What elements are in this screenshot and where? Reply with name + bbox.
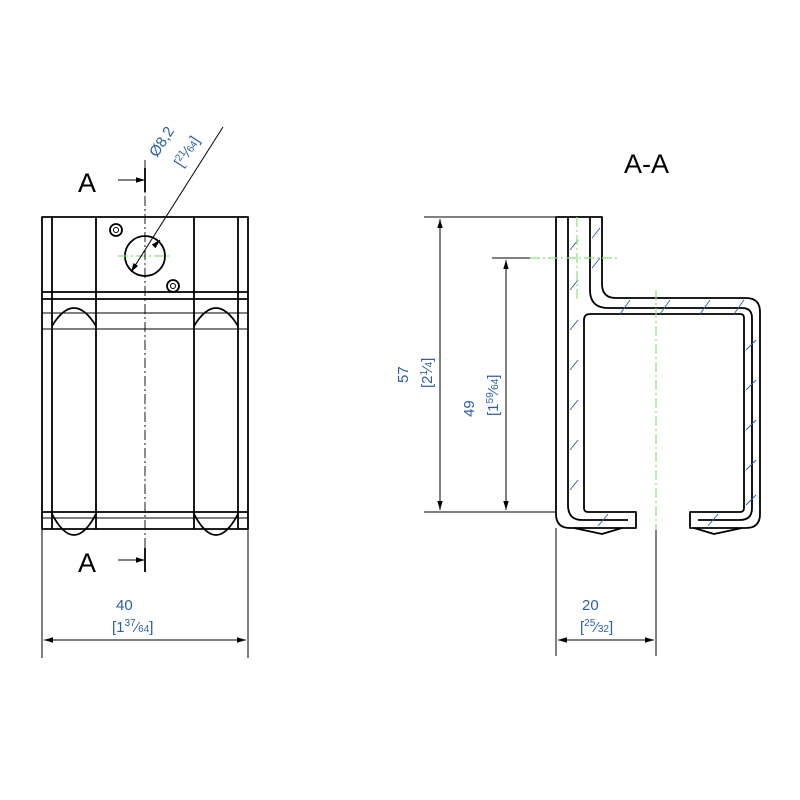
- cut-label-top: A: [78, 168, 96, 198]
- height-inner-mm: 49: [461, 400, 478, 417]
- section-outer-profile: [555, 216, 761, 529]
- section-view: [530, 216, 761, 535]
- height-total-dimension: 57 [21⁄4]: [395, 216, 556, 513]
- height-inner-inch: [159⁄64]: [485, 375, 502, 416]
- depth-dimension: 20 [25⁄32]: [555, 528, 657, 656]
- width-inch: [137⁄64]: [112, 618, 153, 636]
- hole-diameter-mm: Ø8,2: [146, 124, 178, 161]
- rivet-top-left: [109, 223, 123, 237]
- width-dimension: 40 [137⁄64]: [41, 529, 249, 658]
- right-rib: [193, 307, 239, 327]
- cut-label-bottom: A: [78, 548, 96, 578]
- cut-marker-bottom: A: [78, 548, 146, 578]
- height-total-mm: 57: [395, 366, 412, 383]
- left-rib: [51, 307, 97, 327]
- section-title: A-A: [624, 149, 669, 179]
- section-inner-profile: [567, 217, 753, 521]
- depth-inch: [25⁄32]: [580, 618, 613, 636]
- depth-mm: 20: [582, 597, 599, 614]
- height-total-inch: [21⁄4]: [419, 358, 436, 388]
- width-mm: 40: [116, 597, 133, 614]
- cut-marker-top: A: [78, 168, 146, 198]
- section-hatching: [569, 227, 757, 527]
- height-inner-dimension: 49 [159⁄64]: [461, 257, 530, 510]
- front-view: [41, 160, 249, 568]
- rivet-bottom-right: [166, 279, 180, 293]
